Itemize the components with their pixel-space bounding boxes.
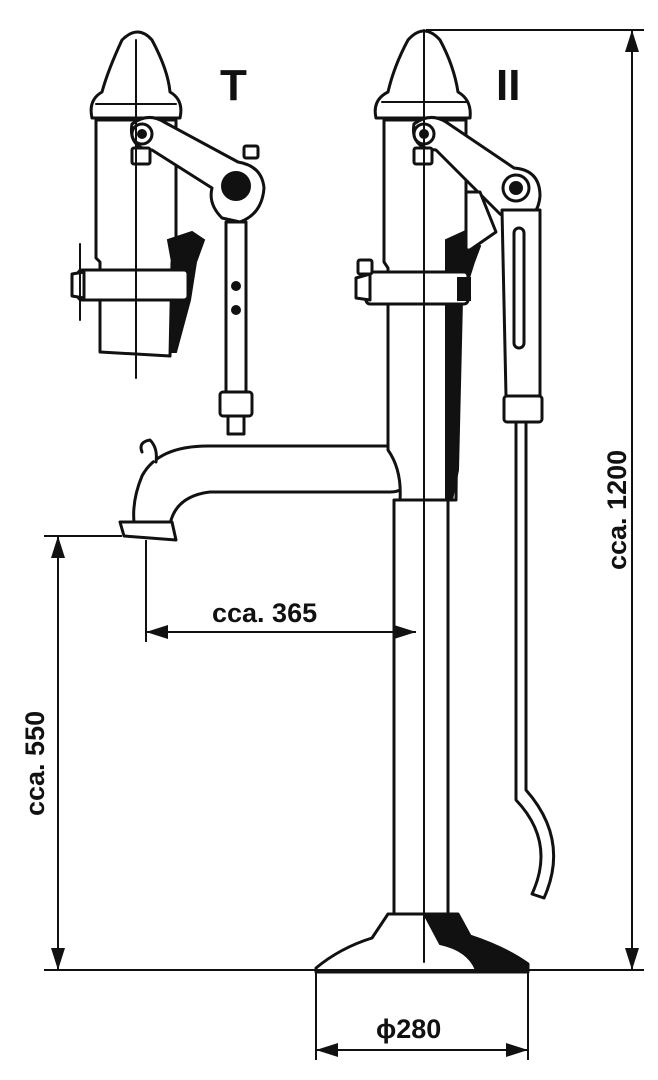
dimension-spout-reach: cca. 365 — [145, 540, 416, 642]
variant-label-ii: II — [496, 61, 520, 110]
dimension-label-base-diameter: ϕ280 — [376, 1014, 441, 1044]
pump-main-ii — [118, 29, 556, 974]
dimension-label-height: cca. 1200 — [602, 450, 632, 570]
dimension-label-spout-reach: cca. 365 — [212, 598, 317, 628]
dimension-label-spout-height: cca. 550 — [20, 711, 50, 816]
pump-collar — [364, 270, 470, 306]
pump-lower-column — [392, 498, 450, 916]
pump-detail-t — [70, 30, 266, 436]
pump-cap — [373, 29, 472, 120]
pump-spout — [132, 444, 414, 526]
dimension-base-diameter: ϕ280 — [315, 972, 529, 1060]
t-collar — [76, 268, 190, 302]
dimension-total-height: cca. 1200 — [426, 29, 644, 970]
variant-label-t: T — [220, 61, 247, 110]
dimension-spout-height: cca. 550 — [20, 535, 122, 970]
